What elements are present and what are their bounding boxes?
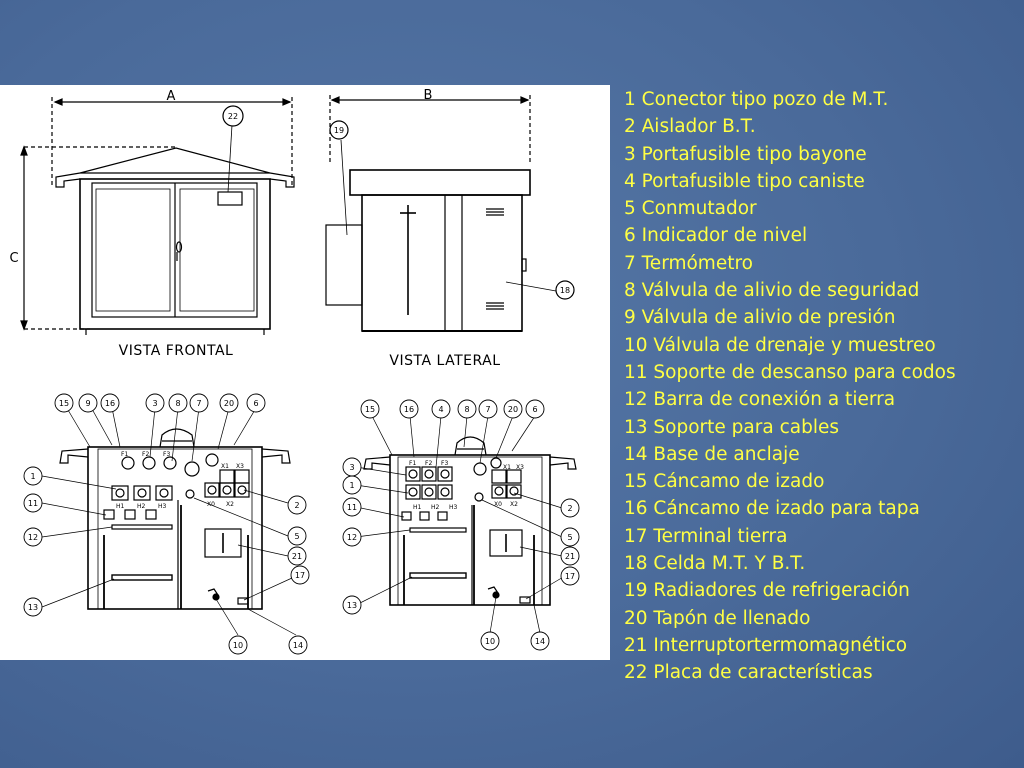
callout-9: 9 [85,399,90,408]
legend-item: 13 Soporte para cables [624,416,839,438]
callout-7-right: 7 [485,405,490,414]
callout-12-right: 12 [347,533,357,542]
legend-item: 8 Válvula de alivio de seguridad [624,280,920,302]
callout-17: 17 [295,571,305,580]
callout-18: 18 [560,286,570,295]
legend-item: 18 Celda M.T. Y B.T. [624,553,806,575]
callout-11: 11 [28,499,38,508]
callout-8: 8 [175,399,180,408]
legend-item: 22 Placa de características [624,662,873,684]
callout-11-right: 11 [347,503,357,512]
label-h3-right: H3 [449,504,458,511]
label-h1-right: H1 [413,504,422,511]
label-f2-right: F2 [425,460,432,467]
legend-item: 19 Radiadores de refrigeración [624,580,910,602]
callout-12: 12 [28,533,38,542]
legend-item: 11 Soporte de descanso para codos [624,361,956,383]
callout-circles [23,393,580,655]
label-x0-right: X0 [494,501,502,508]
front-view-caption: VISTA FRONTAL [119,343,234,359]
callout-1-right: 1 [349,481,354,490]
legend-item: 7 Termómetro [624,252,753,274]
callout-15-right: 15 [365,405,375,414]
legend-item: 3 Portafusible tipo bayone [624,143,867,165]
legend-item: 4 Portafusible tipo caniste [624,170,865,192]
callout-5-right: 5 [567,533,572,542]
technical-drawing: A C 22 VISTA FRONTAL [0,85,610,660]
callout-3-right: 3 [349,463,354,472]
legend-item: 5 Conmutador [624,198,757,220]
label-f3-right: F3 [441,460,448,467]
label-f1-right: F1 [409,460,416,467]
callout-7: 7 [196,399,201,408]
dim-b-label: B [424,88,433,103]
dim-a-label: A [167,89,176,104]
legend-item: 16 Cáncamo de izado para tapa [624,498,920,520]
legend-item: 14 Base de anclaje [624,443,800,465]
callout-21-right: 21 [565,552,575,561]
callout-19: 19 [334,126,344,135]
callout-15: 15 [59,399,69,408]
label-x1-right: X1 [503,464,511,471]
label-x0: X0 [207,501,215,508]
label-x1: X1 [221,463,229,470]
transformer-drawing-svg: A C 22 VISTA FRONTAL [9,88,580,655]
callout-14: 14 [293,641,303,650]
legend-item: 21 Interruptortermomagnético [624,634,908,656]
label-x3-right: X3 [516,464,524,471]
legend-item: 6 Indicador de nivel [624,225,808,247]
callout-21: 21 [292,552,302,561]
side-view: B 19 18 VISTA LATERAL [325,88,575,369]
callout-4-right: 4 [438,405,443,414]
open-front-view-left: F1 F2 F3 X1 X3 X0 X2 H1 H2 H3 [41,407,297,636]
callout-22: 22 [228,112,238,121]
legend-item: 12 Barra de conexión a tierra [624,389,896,411]
open-front-view-right: F1 F2 F3 X1 X3 X0 X2 H1 H2 H3 [355,415,577,634]
legend-item: 2 Aislador B.T. [624,116,756,138]
label-f2: F2 [142,451,149,458]
callout-10-right: 10 [485,637,495,646]
callout-16-right: 16 [404,405,414,414]
legend-item: 17 Terminal tierra [624,525,788,547]
callout-10: 10 [233,641,243,650]
legend-item: 1 Conector tipo pozo de M.T. [624,89,889,110]
legend-item: 20 Tapón de llenado [624,607,811,629]
legend-list: 1 Conector tipo pozo de M.T. 2 Aislador … [624,86,1019,687]
front-view: A C 22 VISTA FRONTAL [9,89,295,359]
label-h2-right: H2 [431,504,440,511]
callout-13-right: 13 [347,601,357,610]
legend-item: 9 Válvula de alivio de presión [624,307,896,329]
label-x2: X2 [226,501,234,508]
callout-8-right: 8 [464,405,469,414]
label-x3: X3 [236,463,244,470]
callout-14-right: 14 [535,637,545,646]
label-f3: F3 [163,451,170,458]
dim-c-label: C [9,251,18,266]
side-view-caption: VISTA LATERAL [389,353,500,369]
callout-numbers: 15 9 16 3 8 7 20 6 1 11 12 13 2 5 21 17 … [28,399,575,650]
callout-3: 3 [152,399,157,408]
legend-item: 10 Válvula de drenaje y muestreo [624,334,936,356]
callout-6: 6 [253,399,258,408]
callout-17-right: 17 [565,572,575,581]
callout-5: 5 [294,532,299,541]
legend-item: 15 Cáncamo de izado [624,471,825,493]
callout-2-right: 2 [567,504,572,513]
label-h2: H2 [137,503,146,510]
callout-20: 20 [224,399,234,408]
label-h3: H3 [158,503,167,510]
callout-1: 1 [30,472,35,481]
label-x2-right: X2 [510,501,518,508]
callout-16: 16 [105,399,115,408]
callout-20-right: 20 [508,405,518,414]
label-f1: F1 [121,451,128,458]
label-h1: H1 [116,503,125,510]
callout-13: 13 [28,603,38,612]
callout-6-right: 6 [532,405,537,414]
callout-2: 2 [294,501,299,510]
